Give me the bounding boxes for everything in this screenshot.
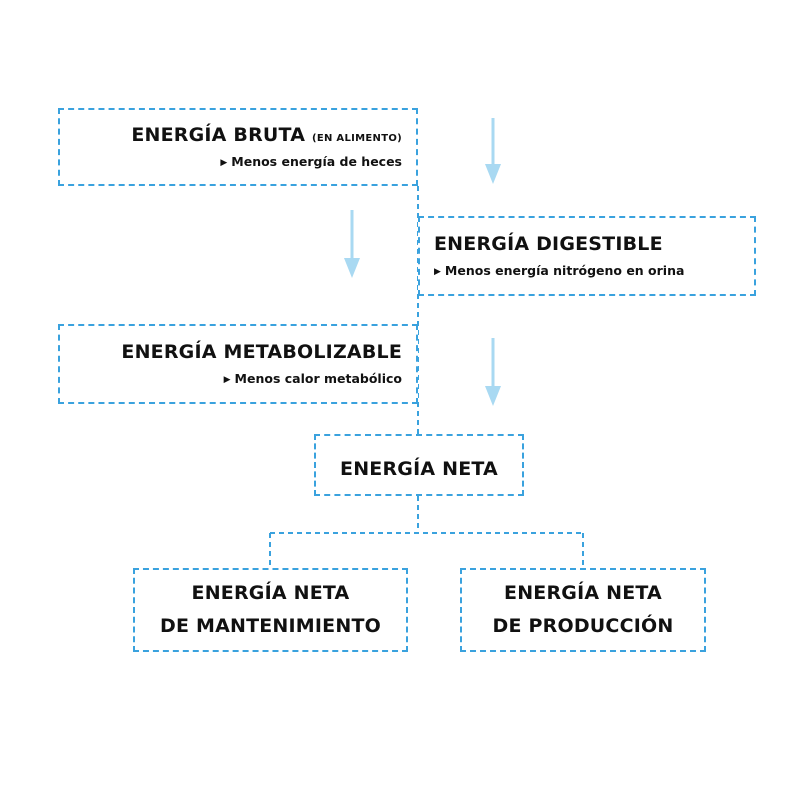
energia-bruta-suffix: (en alimento) bbox=[311, 133, 402, 144]
box-energia-neta: ENERGÍA NETA bbox=[314, 434, 524, 496]
arrow-down-icon bbox=[344, 210, 360, 278]
energia-digestible-subtitle: ▶Menos energía nitrógeno en orina bbox=[434, 263, 740, 278]
triangle-right-icon: ▶ bbox=[223, 374, 231, 385]
energia-metabolizable-title: ENERGÍA METABOLIZABLE bbox=[121, 341, 402, 363]
triangle-right-icon: ▶ bbox=[434, 266, 441, 277]
produccion-line1: ENERGÍA NETA bbox=[504, 582, 662, 604]
energia-bruta-subtitle: ▶Menos energía de heces bbox=[74, 154, 402, 169]
energia-digestible-subtitle-text: Menos energía nitrógeno en orina bbox=[444, 262, 685, 278]
energia-bruta-title: ENERGÍA BRUTA (en alimento) bbox=[74, 124, 402, 147]
box-energia-bruta: ENERGÍA BRUTA (en alimento) ▶Menos energ… bbox=[58, 108, 418, 186]
mantenimiento-line2: DE MANTENIMIENTO bbox=[160, 615, 381, 638]
box-energia-metabolizable: ENERGÍA METABOLIZABLE ▶Menos calor metab… bbox=[58, 324, 418, 404]
mantenimiento-line1: ENERGÍA NETA bbox=[191, 582, 350, 604]
energia-neta-title: ENERGÍA NETA bbox=[340, 458, 498, 480]
box-energia-neta-mantenimiento: ENERGÍA NETA DE MANTENIMIENTO bbox=[133, 568, 408, 652]
arrow-down-icon bbox=[485, 338, 501, 406]
arrow-down-icon bbox=[485, 118, 501, 184]
triangle-right-icon: ▶ bbox=[220, 157, 228, 168]
energia-bruta-label: ENERGÍA BRUTA bbox=[131, 124, 306, 146]
box-energia-digestible: ENERGÍA DIGESTIBLE ▶Menos energía nitróg… bbox=[418, 216, 756, 296]
energia-metabolizable-subtitle-text: Menos calor metabólico bbox=[234, 370, 402, 386]
produccion-line2: DE PRODUCCIÓN bbox=[492, 615, 674, 638]
box-energia-neta-produccion: ENERGÍA NETA DE PRODUCCIÓN bbox=[460, 568, 706, 652]
energia-digestible-title: ENERGÍA DIGESTIBLE bbox=[434, 233, 663, 255]
energia-bruta-subtitle-text: Menos energía de heces bbox=[231, 153, 402, 169]
energia-metabolizable-subtitle: ▶Menos calor metabólico bbox=[74, 371, 402, 386]
